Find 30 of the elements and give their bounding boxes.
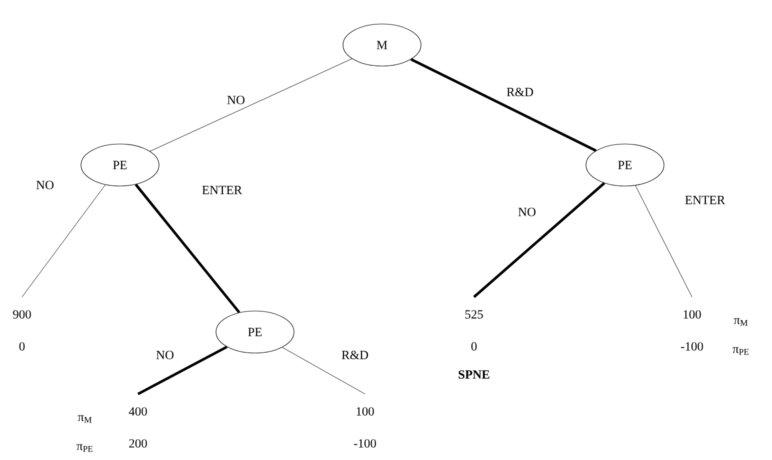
- edge-label: NO: [34, 180, 56, 190]
- branch-line: [473, 182, 606, 298]
- payoff-symbol: π$_{M}$: [78, 415, 92, 423]
- payoff-text: 900 0: [13, 310, 31, 351]
- branch-line: [22, 184, 106, 298]
- payoff-text: 400 200: [128, 407, 147, 448]
- branch-line: [150, 58, 352, 152]
- equilibrium-label: SPNE: [458, 370, 490, 379]
- payoff-text: 525 0: [465, 310, 483, 351]
- edge-label: NO: [516, 206, 538, 218]
- branch-line: [134, 184, 240, 314]
- payoff-symbol: π$_{M}$: [734, 318, 748, 326]
- decision-node: M: [342, 24, 422, 66]
- branch-line: [635, 185, 692, 298]
- decision-node: PE: [586, 144, 664, 186]
- edge-label: R&D: [505, 86, 535, 98]
- branch-line: [137, 346, 228, 396]
- edge-label: ENTER: [200, 184, 244, 196]
- edge-label: R&D: [340, 350, 370, 360]
- branch-line: [410, 58, 597, 152]
- payoff-symbol: π$_{PE}$: [732, 347, 749, 355]
- edge-label: NO: [154, 350, 176, 360]
- payoff-symbol: π$_{PE}$: [76, 444, 93, 452]
- edge-label: ENTER: [684, 194, 726, 206]
- decision-node: PE: [80, 144, 160, 186]
- edge-label: NO: [226, 94, 246, 106]
- branch-line: [282, 347, 366, 394]
- payoff-text: 100 -100: [354, 407, 376, 448]
- payoff-text: 100 -100: [681, 310, 703, 351]
- decision-node: PE: [216, 310, 294, 354]
